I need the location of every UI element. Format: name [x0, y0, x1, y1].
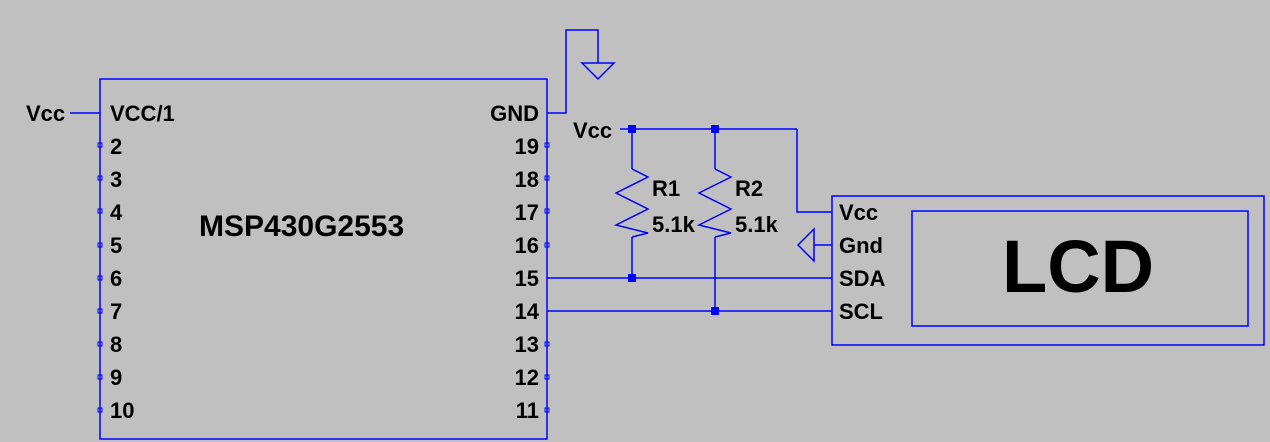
chip-pin-left: 7	[110, 299, 123, 324]
chip-pin-right: GND	[490, 101, 539, 126]
chip-pin-right: 12	[514, 365, 539, 390]
junction-dots	[628, 125, 719, 315]
chip-body	[99, 78, 548, 440]
chip-pin-right: 19	[514, 134, 539, 159]
chip-pin-left: VCC/1	[110, 101, 175, 126]
lcd-pin-label: SCL	[839, 299, 883, 324]
chip-pin-left: 2	[110, 134, 123, 159]
chip-pin-left: 6	[110, 266, 123, 291]
chip-pin-right: 13	[514, 332, 539, 357]
lcd-body	[831, 195, 1265, 346]
left-pin-markers	[97, 142, 103, 413]
chip-pin-left: 3	[110, 167, 123, 192]
chip-pin-right: 17	[514, 200, 539, 225]
resistor-r2	[696, 129, 733, 311]
lcd-pin-label: Vcc	[839, 200, 879, 225]
chip-pin-left: 8	[110, 332, 123, 357]
lcd-screen	[911, 210, 1249, 327]
resistor-r2-value: 5.1k	[735, 212, 778, 237]
chip-name: MSP430G2553	[199, 210, 405, 243]
gnd-wire	[547, 29, 599, 114]
chip-pin-right: 11	[515, 398, 539, 423]
pullup-vcc-label: Vcc	[573, 118, 613, 143]
resistor-r1	[613, 129, 650, 278]
resistor-r1-value: 5.1k	[652, 212, 695, 237]
chip-pin-left: 5	[110, 233, 123, 258]
chip-pin-left: 9	[110, 365, 123, 390]
lcd-pin-label: Gnd	[839, 233, 883, 258]
chip-pin-left: 4	[110, 200, 123, 225]
right-pin-markers	[544, 142, 550, 413]
chip-pin-right: 18	[514, 167, 539, 192]
chip-pin-right: 16	[514, 233, 539, 258]
resistor-r1-name: R1	[652, 176, 681, 201]
lcd-vcc-wire	[796, 129, 832, 213]
chip-pin-left: 10	[110, 398, 135, 423]
lcd-pin-label: SDA	[839, 266, 886, 291]
chip-pin-right: 14	[514, 299, 539, 324]
lcd-title: LCD	[1002, 225, 1155, 308]
ground-symbol	[580, 62, 616, 81]
chip-vcc-label: Vcc	[26, 101, 66, 126]
resistor-r2-name: R2	[735, 176, 764, 201]
chip-pin-right: 15	[514, 266, 539, 291]
lcd-ground-symbol	[796, 227, 815, 263]
